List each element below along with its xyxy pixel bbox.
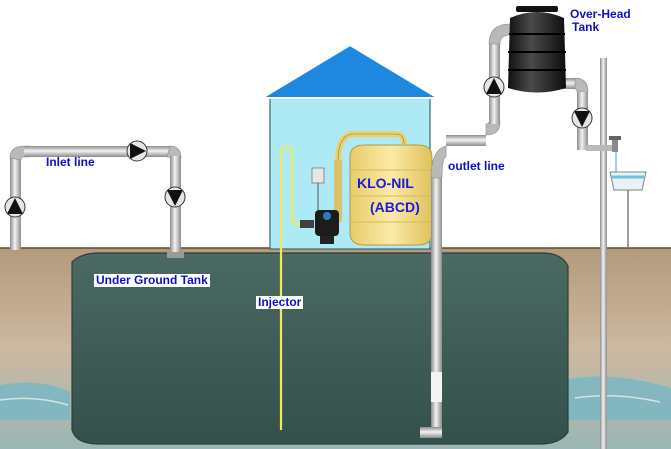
tap-icon: [609, 136, 621, 172]
groundwater: [0, 376, 671, 420]
injector-label: Injector: [256, 295, 304, 309]
injector-tube: [279, 145, 294, 430]
over-head-tank-label: Over-Head Tank: [570, 8, 631, 34]
abcd-label: (ABCD): [370, 199, 420, 215]
over-head-tank-label-line2: Tank: [572, 20, 600, 34]
flow-arrow-icon: [164, 186, 186, 208]
klo-nil-dosing-tank: [334, 131, 433, 246]
inlet-pipe: [9, 145, 184, 258]
under-ground-tank: [71, 252, 569, 445]
flow-arrow-icon: [483, 76, 505, 98]
klo-nil-label: KLO-NIL: [357, 175, 414, 191]
over-head-tank-label-line1: Over-Head: [570, 7, 631, 21]
inlet-line-label: Inlet line: [46, 155, 95, 169]
water-bucket: [609, 171, 647, 248]
flow-arrow-icon: [126, 140, 148, 162]
flow-arrow-icon: [4, 196, 26, 218]
outlet-line-label: outlet line: [446, 159, 507, 173]
dosing-pump: [300, 167, 339, 244]
flow-arrow-icon: [571, 107, 593, 129]
over-head-tank: [508, 6, 566, 93]
pump-house-roof: [258, 43, 442, 99]
under-ground-tank-label: Under Ground Tank: [94, 273, 210, 287]
